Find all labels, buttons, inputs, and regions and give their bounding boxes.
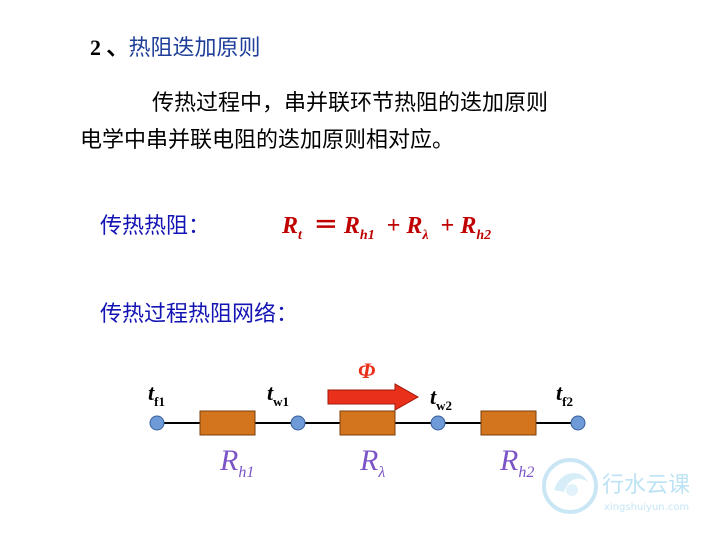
thermal-resistance-label: 传热热阻： [100, 214, 211, 239]
node-label-1: tf1 [148, 380, 165, 409]
watermark-name: 行水云课 [602, 473, 690, 498]
section-title: 热阻迭加原则 [128, 36, 261, 61]
resistor-label-2: Rλ [359, 444, 385, 481]
node-label-4: tf2 [556, 380, 573, 409]
node-2 [290, 415, 306, 431]
resistor-1 [199, 410, 256, 436]
section-number: 2 、 [90, 35, 129, 60]
resistance-network-diagram: Φ tf1 tw1 tw2 tf2 Rh1 Rλ Rh2 [148, 358, 586, 481]
heat-flux-arrow [327, 383, 420, 411]
formula-term-3: Rh2 [460, 213, 492, 243]
resistor-2 [339, 410, 396, 436]
formula-term-2: Rλ [406, 213, 429, 243]
formula-term-1: Rh1 [343, 213, 375, 243]
paragraph-line-2: 电学中串并联电阻的迭加原则相对应。 [80, 128, 455, 153]
formula-plus-1: + [386, 213, 401, 239]
resistor-label-1: Rh1 [219, 444, 254, 481]
resistor-3 [480, 410, 537, 436]
watermark-logo-icon [542, 458, 598, 514]
resistor-label-3: Rh2 [499, 444, 534, 481]
node-label-2: tw1 [267, 380, 289, 409]
watermark: 行水云课 xingshuiyun.com [542, 458, 690, 514]
watermark-url: xingshuiyun.com [604, 502, 689, 513]
node-3 [430, 415, 446, 431]
resistance-formula: Rt ＝Rh1 +Rλ +Rh2 [282, 205, 491, 244]
node-label-3: tw2 [430, 384, 452, 413]
formula-lhs: Rt [282, 213, 302, 243]
node-1 [149, 415, 165, 431]
formula-equals: ＝ [313, 213, 338, 239]
flux-symbol: Φ [358, 358, 375, 383]
node-4 [570, 415, 586, 431]
network-label: 传热过程热阻网络： [100, 302, 299, 327]
formula-plus-2: + [440, 213, 455, 239]
section-heading: 2 、热阻迭加原则 [90, 30, 261, 62]
paragraph-line-1: 传热过程中，串并联环节热阻的迭加原则 [152, 91, 549, 116]
